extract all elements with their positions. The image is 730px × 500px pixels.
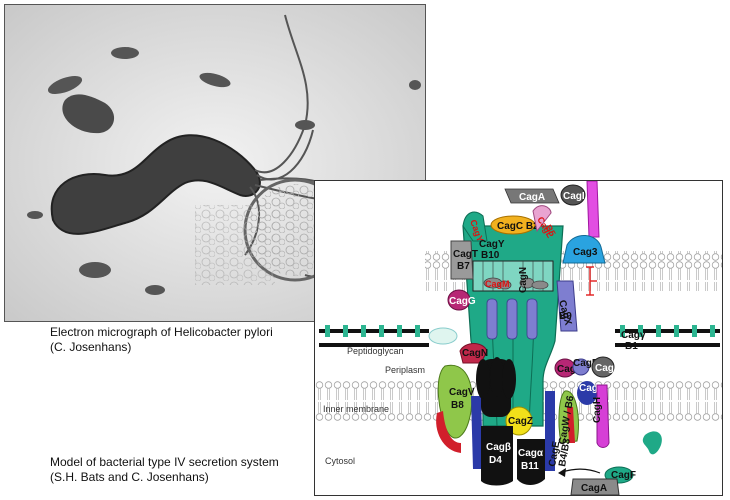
cage-small-label: CagE xyxy=(573,358,599,369)
micrograph-caption-line2: (C. Josenhans) xyxy=(50,340,132,354)
cagn-mid-label: CagN xyxy=(518,267,529,293)
cagv-label: CagV xyxy=(449,387,475,398)
caga-atpase-shape xyxy=(517,439,545,485)
caga-top-label: CagA xyxy=(519,192,545,203)
cagl-b5-label: B5 xyxy=(543,223,557,238)
cagy-top-shape xyxy=(586,181,600,238)
cagw-red-band xyxy=(567,407,575,443)
cagl-top-shape xyxy=(532,205,552,233)
cagb-sub-label: D4 xyxy=(489,455,502,466)
cage-sub-label: B4/B3 xyxy=(557,437,573,467)
cagy-b1-sub-label: B1 xyxy=(625,341,638,352)
peptidoglycan-layer-left xyxy=(319,325,429,347)
cagy-b10-label: CagY xyxy=(479,239,505,250)
transport-arrow xyxy=(561,468,601,474)
caga-bottom-shape xyxy=(570,478,620,495)
caga-top-shape xyxy=(504,188,560,204)
peptidoglycan-label: Peptidoglycan xyxy=(347,346,404,356)
peptidoglycan-layer-right xyxy=(615,325,720,347)
cagu-label: CagU xyxy=(579,383,605,394)
caga-bottom-label: CagA xyxy=(581,483,607,494)
cagg-left-shape xyxy=(447,289,471,311)
cagi-right-label: CagI xyxy=(595,363,617,374)
cagh-shape xyxy=(596,384,610,448)
transport-arrow-head xyxy=(558,468,566,477)
cytosol-teal-blob xyxy=(642,431,662,455)
right-blue-strand xyxy=(545,391,555,471)
cagz-label: CagZ xyxy=(508,416,533,427)
cagc-label: CagC B2 xyxy=(497,221,539,232)
cagh-label: CagH xyxy=(592,397,603,423)
cagi-top-label: CagI xyxy=(563,191,585,202)
left-blue-strand xyxy=(471,396,483,469)
cagy-b1-label: Cagγ xyxy=(621,330,646,341)
cagn-lower-label: CagN xyxy=(462,348,488,359)
cagx-sub-label: B9 xyxy=(559,311,572,322)
cagt-sub-label: B7 xyxy=(457,261,470,272)
caga-alpha-label: Cagα xyxy=(518,448,544,459)
cagt-label: CagT xyxy=(453,249,478,260)
cagg-right-label: CagG xyxy=(557,364,584,375)
cagy-b10-sub-label: B10 xyxy=(481,250,500,261)
cagi-right-shape xyxy=(591,356,615,378)
cagx-shape xyxy=(556,280,578,332)
cagv-sub-label: B8 xyxy=(451,400,464,411)
model-caption-line1: Model of bacterial type IV secretion sys… xyxy=(50,455,279,469)
electron-micrograph-image xyxy=(4,4,426,322)
cagf-label: CagF xyxy=(611,470,636,481)
cagg-left-label: CagG xyxy=(449,296,476,307)
periplasm-label: Periplasm xyxy=(385,365,425,375)
cagu-shape xyxy=(577,381,597,405)
cagv-shape xyxy=(437,364,473,439)
cage-label: CagE xyxy=(547,440,562,467)
cagb-atpase-shape xyxy=(476,357,516,486)
cag3-shape xyxy=(562,235,606,264)
cagi-top-shape xyxy=(560,184,586,206)
cagm-label: CagM xyxy=(485,279,510,289)
t4ss-model-diagram: Peptidoglycan Periplasm Inner membrane C… xyxy=(314,180,723,496)
model-caption: Model of bacterial type IV secretion sys… xyxy=(50,455,279,485)
cagc-shape xyxy=(490,215,536,235)
micrograph-caption-line1: Electron micrograph of Helicobacter pylo… xyxy=(50,325,273,339)
caga-alpha-sub-label: B11 xyxy=(521,461,539,472)
cagv-red-tail xyxy=(436,411,461,453)
cagb-label: Cagβ xyxy=(486,442,511,453)
cag3-label: Cag3 xyxy=(573,247,598,258)
inner-membrane-label: Inner membrane xyxy=(323,404,389,414)
cage-small-shape xyxy=(572,358,590,376)
peptidoglycan-oval xyxy=(428,327,458,345)
left-top-loops xyxy=(462,211,488,242)
red-span-marker xyxy=(586,266,597,296)
cytosol-label: Cytosol xyxy=(325,456,355,466)
model-caption-line2: (S.H. Bats and C. Josenhans) xyxy=(50,470,209,484)
micrograph-caption: Electron micrograph of Helicobacter pylo… xyxy=(50,325,273,355)
cagt-shape xyxy=(450,240,474,280)
